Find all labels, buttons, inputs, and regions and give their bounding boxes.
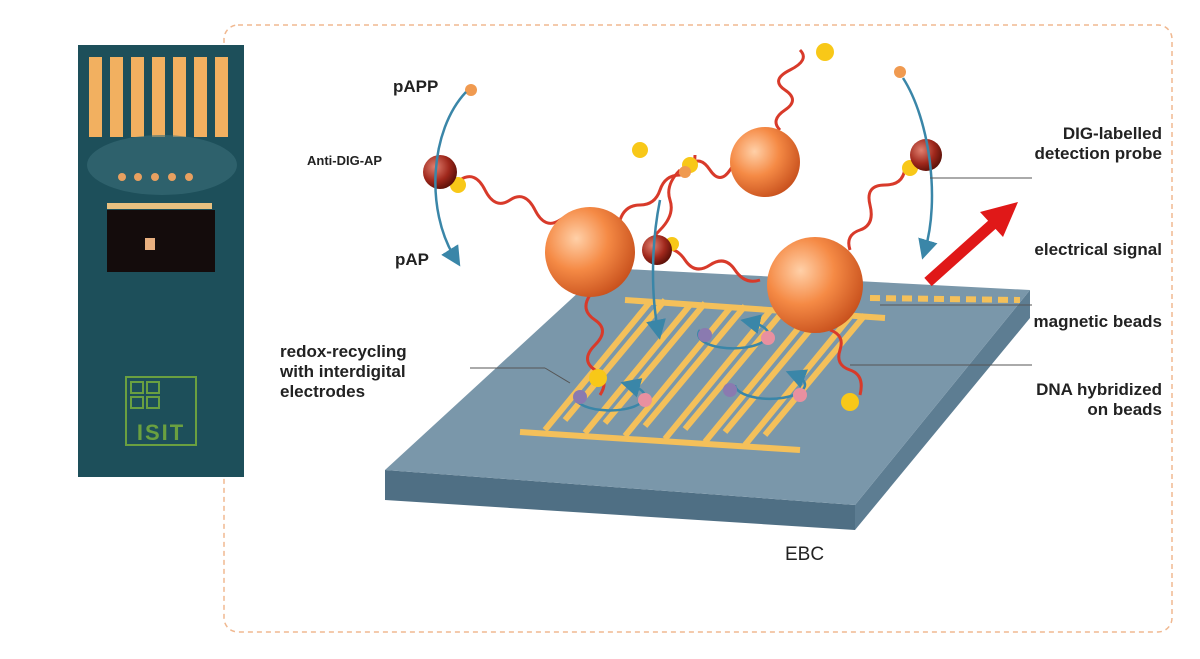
svg-text:ISIT: ISIT bbox=[137, 420, 185, 445]
redox-molecules bbox=[573, 328, 807, 407]
label-papp: pAPP bbox=[393, 77, 439, 96]
biochip-photo: ISIT bbox=[78, 45, 244, 477]
anti-dig-ap-enzymes bbox=[423, 139, 942, 265]
conversion-arrows bbox=[434, 77, 938, 340]
label-dig-probe: DIG-labelled detection probe bbox=[1034, 124, 1162, 163]
papp-molecules bbox=[465, 66, 906, 178]
label-magnetic-beads: magnetic beads bbox=[1033, 312, 1163, 331]
label-electrical-signal: electrical signal bbox=[1034, 240, 1162, 259]
label-anti-dig-ap: Anti-DIG-AP bbox=[307, 153, 383, 168]
label-ebc: EBC bbox=[785, 544, 825, 565]
electrical-signal-arrow bbox=[924, 202, 1018, 287]
label-dna-hybridized: DNA hybridized on beads bbox=[1036, 380, 1162, 419]
magnetic-beads bbox=[545, 127, 863, 333]
label-redox-recycling: redox-recycling with interdigital electr… bbox=[280, 342, 407, 401]
isit-logo: ISIT bbox=[125, 376, 197, 446]
leader-lines bbox=[470, 177, 1032, 384]
label-pap: pAP bbox=[395, 250, 429, 269]
